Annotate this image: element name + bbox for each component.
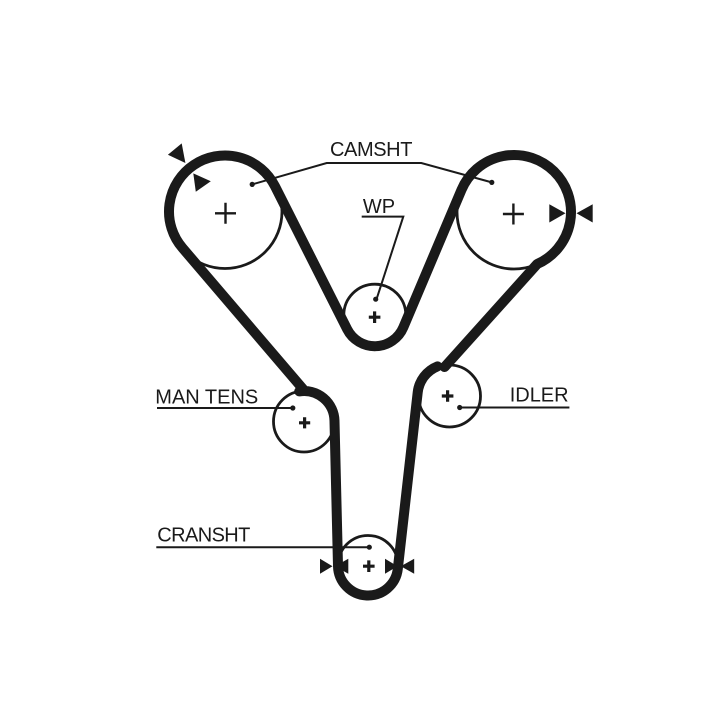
svg-text:MAN TENS: MAN TENS [155,387,258,409]
svg-text:WP: WP [363,196,395,218]
svg-text:IDLER: IDLER [510,384,569,406]
svg-text:CAMSHT: CAMSHT [330,139,412,161]
svg-text:CRANSHT: CRANSHT [157,524,250,546]
